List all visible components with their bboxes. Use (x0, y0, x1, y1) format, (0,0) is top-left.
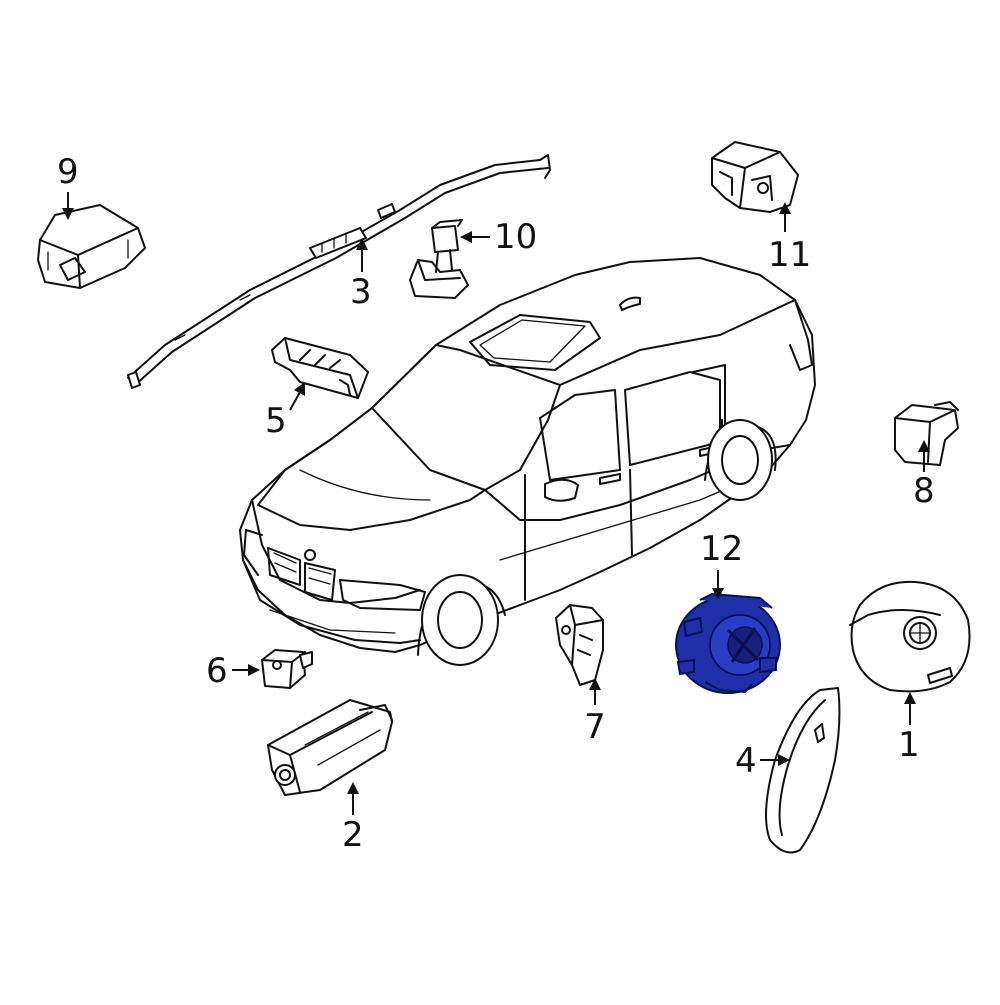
clockspring-highlighted (675, 592, 781, 694)
side-airbag-pad (765, 687, 841, 854)
impact-sensor (261, 649, 313, 689)
passenger-airbag-module (267, 699, 393, 796)
callout-label-8: 8 (913, 471, 935, 511)
wire-connector (409, 219, 469, 299)
airbag-control-module (37, 204, 146, 289)
mounting-bracket (555, 604, 604, 686)
callout-label-5: 5 (265, 401, 287, 441)
callout-label-7: 7 (584, 707, 606, 747)
callout-label-9: 9 (57, 152, 79, 192)
callout-label-4: 4 (735, 741, 757, 781)
callout-label-11: 11 (768, 235, 812, 275)
callout-label-12: 12 (700, 529, 744, 569)
callout-label-6: 6 (206, 651, 228, 691)
occupant-sensor (894, 401, 959, 466)
sensor-bracket (271, 337, 369, 399)
sensor-module (711, 141, 799, 213)
callout-label-2: 2 (342, 815, 364, 855)
callout-label-1: 1 (898, 725, 920, 765)
driver-airbag-module (849, 580, 971, 693)
car-illustration (239, 257, 816, 666)
callout-arrows (62, 192, 930, 815)
curtain-airbag (127, 154, 551, 389)
callout-label-3: 3 (350, 272, 372, 312)
callout-label-10: 10 (494, 217, 538, 257)
